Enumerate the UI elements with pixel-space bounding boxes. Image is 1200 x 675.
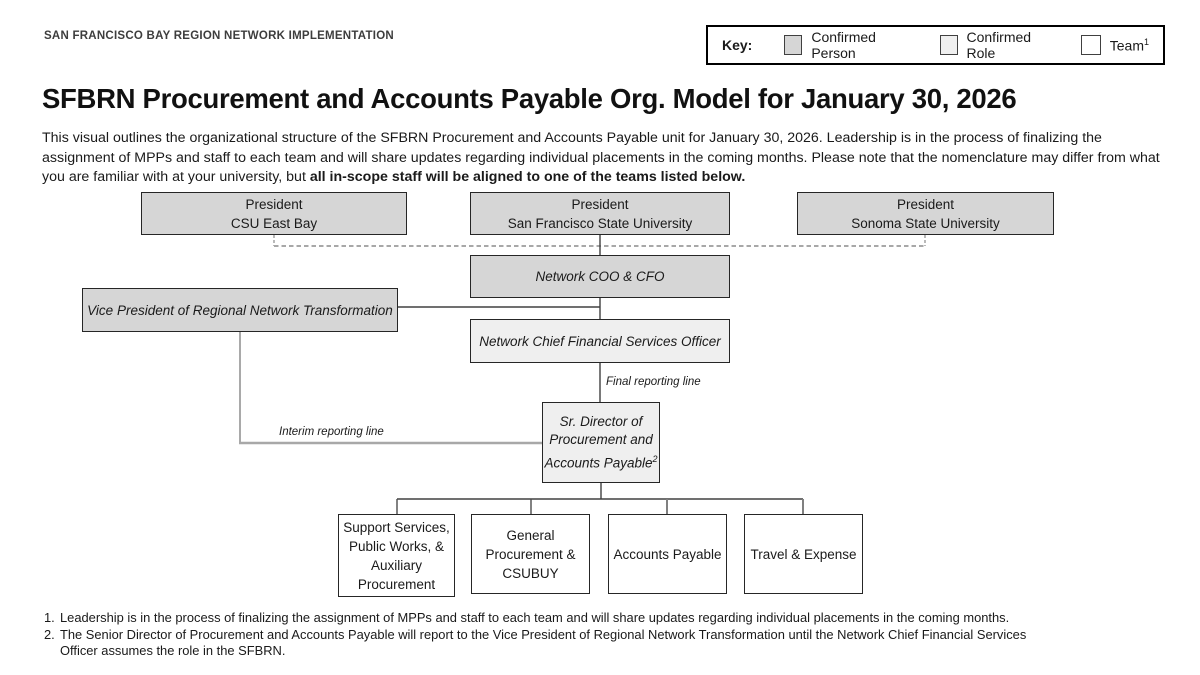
footnote-marker: 1 — [1143, 36, 1149, 47]
legend-item-confirmed-person: Confirmed Person — [784, 29, 911, 61]
role-org: Sonoma State University — [851, 215, 1000, 231]
final-reporting-line-label: Final reporting line — [606, 376, 701, 388]
team-swatch — [1080, 35, 1101, 55]
team-label: Accounts Payable — [613, 546, 722, 562]
team-label: Support Services, Public Works, & Auxili… — [343, 519, 450, 592]
legend-item-team: Team1 — [1080, 35, 1149, 55]
footnote-2: 2. The Senior Director of Procurement an… — [44, 627, 1048, 660]
legend-title: Key: — [722, 37, 753, 53]
role-org: San Francisco State University — [507, 215, 693, 231]
org-box-text: President Sonoma State University — [851, 195, 1000, 233]
org-box-network-coo-cfo: Network COO & CFO — [470, 255, 730, 298]
confirmed-role-swatch — [939, 35, 958, 55]
role-title-line: Accounts Payable2 — [544, 453, 658, 471]
org-box-network-chief-financial-services-officer: Network Chief Financial Services Officer — [470, 319, 730, 363]
org-box-text: Sr. Director of Procurement and Accounts… — [544, 413, 657, 473]
org-box-team-support-services: Support Services, Public Works, & Auxili… — [338, 514, 455, 597]
footnote-marker: 2 — [652, 453, 658, 464]
document-header: SAN FRANCISCO BAY REGION NETWORK IMPLEME… — [44, 30, 394, 42]
org-box-vp-regional-network-transformation: Vice President of Regional Network Trans… — [82, 288, 398, 332]
role-title: President — [896, 196, 955, 212]
role-org: CSU East Bay — [230, 215, 318, 231]
role-title: Vice President of Regional Network Trans… — [87, 302, 393, 318]
intro-paragraph: This visual outlines the organizational … — [42, 129, 1164, 188]
org-box-sr-director-procurement-ap: Sr. Director of Procurement and Accounts… — [542, 402, 660, 483]
page-title: SFBRN Procurement and Accounts Payable O… — [42, 83, 1017, 114]
footnote-text: The Senior Director of Procurement and A… — [60, 626, 1027, 659]
role-title: Network COO & CFO — [535, 269, 665, 284]
team-label: Travel & Expense — [750, 546, 857, 562]
footnote-number: 1. — [44, 610, 55, 625]
org-box-president-sfsu: President San Francisco State University — [470, 192, 730, 235]
footnote-text: Leadership is in the process of finalizi… — [60, 610, 1010, 625]
legend-item-confirmed-role: Confirmed Role — [939, 29, 1053, 61]
role-title: Network Chief Financial Services Officer — [479, 333, 721, 349]
legend-item-label: Team1 — [1109, 36, 1149, 54]
org-box-team-general-procurement: General Procurement & CSUBUY — [471, 514, 590, 594]
org-box-text: President CSU East Bay — [231, 195, 317, 233]
legend-item-label: Confirmed Person — [811, 29, 876, 61]
team-label: General Procurement & CSUBUY — [485, 527, 576, 581]
footnote-1: 1. Leadership is in the process of final… — [44, 610, 1048, 627]
footnote-number: 2. — [44, 626, 55, 642]
intro-bold-text: all in-scope staff will be aligned to on… — [309, 169, 746, 185]
intro-text: This visual outlines the organizational … — [42, 130, 1160, 185]
legend-item-label: Confirmed Role — [966, 29, 1032, 61]
org-box-president-sonoma: President Sonoma State University — [797, 192, 1054, 235]
role-title: President — [245, 196, 303, 212]
role-title: President — [571, 196, 629, 212]
footnotes: 1. Leadership is in the process of final… — [44, 610, 1048, 660]
role-title-line: Procurement and — [549, 432, 653, 447]
interim-reporting-line-label: Interim reporting line — [279, 426, 384, 438]
org-box-president-csu-east-bay: President CSU East Bay — [141, 192, 407, 235]
confirmed-person-swatch — [784, 35, 803, 55]
org-box-team-travel-expense: Travel & Expense — [744, 514, 863, 594]
role-title-line: Sr. Director of — [559, 413, 643, 429]
org-box-text: President San Francisco State University — [508, 195, 693, 233]
org-box-team-accounts-payable: Accounts Payable — [608, 514, 727, 594]
legend: Key: Confirmed Person Confirmed Role Tea… — [706, 25, 1165, 65]
